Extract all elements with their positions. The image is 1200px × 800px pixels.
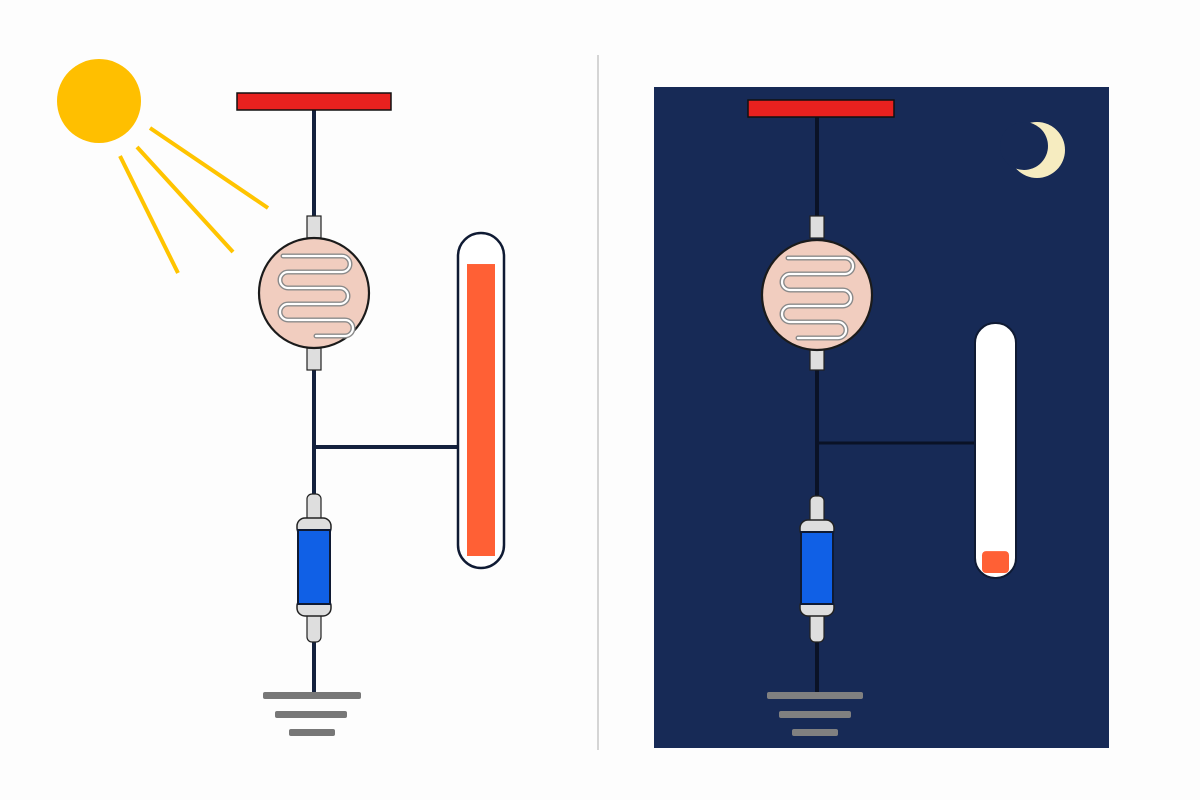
output-gauge <box>974 322 1017 579</box>
day-panel <box>57 59 506 736</box>
photoresistor <box>257 215 371 371</box>
resistor-body <box>800 531 834 605</box>
ground-line <box>779 711 851 718</box>
ground-line <box>289 729 335 736</box>
ground-line <box>275 711 347 718</box>
ground-line <box>263 692 361 699</box>
ground-line <box>792 729 838 736</box>
resistor-body <box>297 529 331 605</box>
ground-symbol <box>263 692 361 736</box>
supply-rail <box>236 92 392 111</box>
supply-rail <box>747 99 895 118</box>
ldr-track-inner <box>278 254 355 338</box>
sun-ray <box>135 145 235 254</box>
gauge-tube <box>974 322 1017 579</box>
ldr-lead-top <box>306 215 322 239</box>
ground-symbol <box>767 692 863 736</box>
resistor <box>799 495 835 643</box>
output-gauge <box>456 231 506 570</box>
sun-ray <box>148 126 270 210</box>
sun-icon <box>57 59 270 274</box>
sun-ray <box>118 155 180 274</box>
ldr-lead-bottom <box>306 347 322 371</box>
sun-disc <box>57 59 141 143</box>
gauge-fill <box>467 264 495 556</box>
photoresistor <box>760 215 874 371</box>
ldr-lead-bottom <box>809 347 825 371</box>
resistor <box>296 493 332 643</box>
ldr-lead-top <box>809 215 825 239</box>
night-panel <box>654 87 1109 748</box>
gauge-fill <box>982 551 1009 573</box>
ground-line <box>767 692 863 699</box>
ldr-track-inner <box>780 256 855 340</box>
moon-shadow <box>1000 122 1048 170</box>
moon-icon <box>1000 122 1065 178</box>
night-background <box>654 87 1109 748</box>
